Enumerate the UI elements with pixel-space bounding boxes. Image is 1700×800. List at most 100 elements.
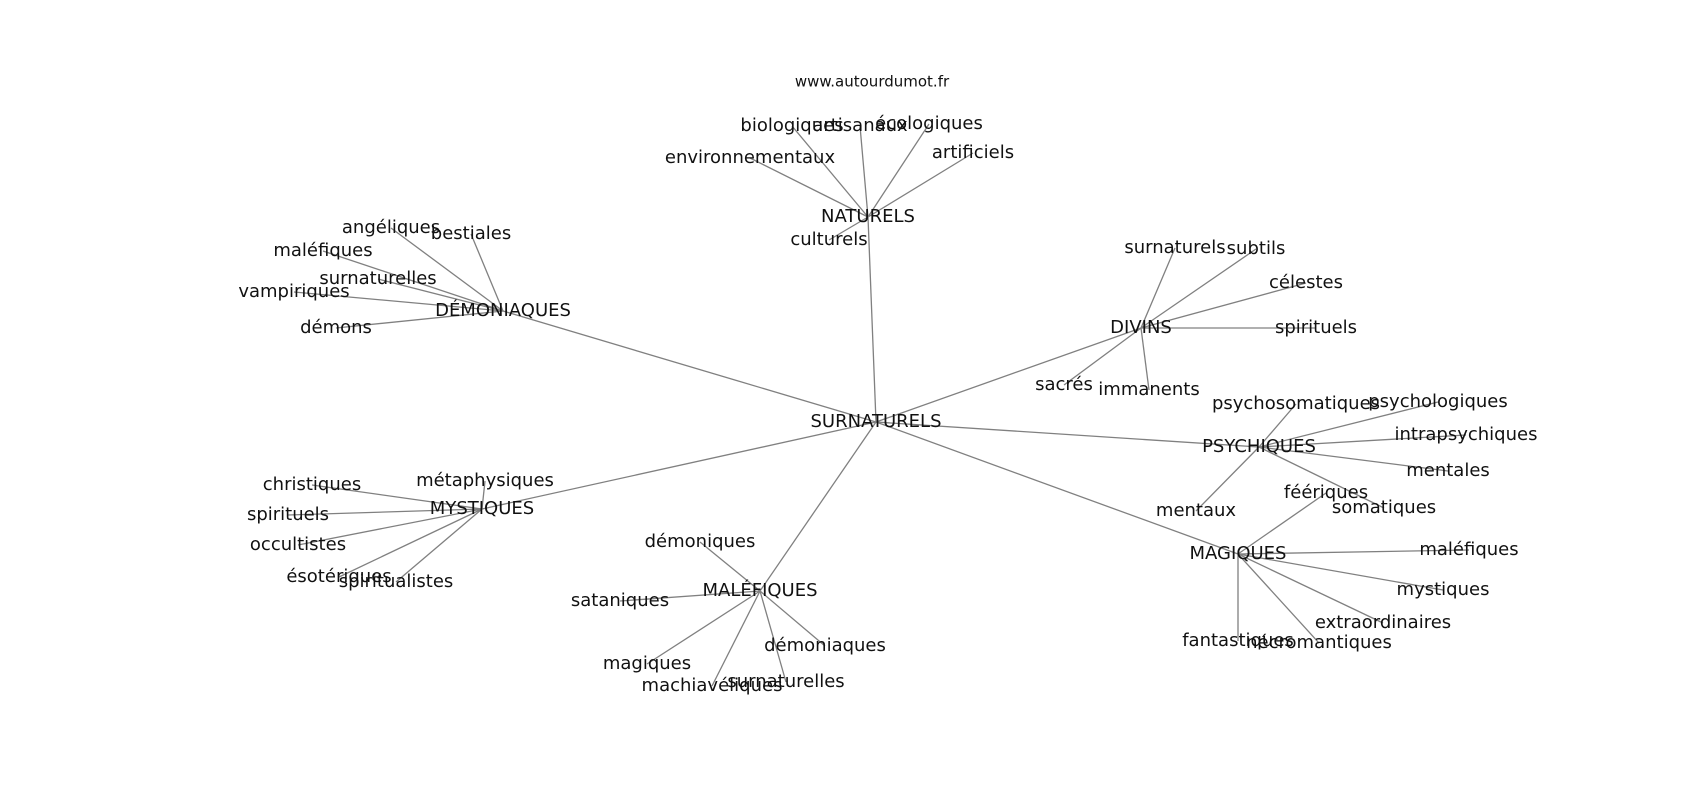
group-node-label: DÉMONIAQUES <box>435 299 571 321</box>
word-node-label: mentales <box>1406 460 1490 481</box>
edge-group-to-word <box>749 157 869 218</box>
word-node-label: féériques <box>1284 482 1368 503</box>
edge-group-to-word <box>867 123 930 218</box>
word-node-label: vampiriques <box>238 281 349 302</box>
edge-group-to-word <box>322 250 504 312</box>
edge-root-to-group <box>502 310 877 423</box>
edge-group-to-word <box>859 125 869 218</box>
edge-group-to-word <box>1237 549 1470 555</box>
word-node-label: subtils <box>1227 238 1286 259</box>
edge-group-to-word <box>791 125 869 218</box>
edge-group-to-word <box>287 508 483 516</box>
word-node-label: psychosomatiques <box>1212 393 1380 414</box>
word-node-label: occultistes <box>250 534 346 555</box>
edge-group-to-word <box>395 508 483 583</box>
word-node-label: artisanaux <box>812 115 908 136</box>
word-node-label: écologiques <box>875 113 983 134</box>
word-node-label: spirituels <box>247 504 329 525</box>
word-node-label: maléfiques <box>1419 539 1518 560</box>
word-node-label: maléfiques <box>273 240 372 261</box>
edge-group-to-word <box>619 590 761 602</box>
edge-group-to-word <box>1195 446 1260 512</box>
edge-group-to-word <box>1237 553 1444 591</box>
edge-group-to-word <box>470 233 504 312</box>
edge-group-to-word <box>1258 403 1297 448</box>
word-node-label: somatiques <box>1332 497 1436 518</box>
word-node-label: artificiels <box>932 142 1014 163</box>
edge-group-to-word <box>867 152 974 218</box>
word-node-label: sacrés <box>1035 374 1093 395</box>
word-node-label: fantastiques <box>1182 630 1294 651</box>
word-node-label: psychologiques <box>1368 391 1508 412</box>
edge-root-to-group <box>875 421 1260 448</box>
edge-group-to-word <box>481 480 486 510</box>
word-node-label: sataniques <box>571 590 669 611</box>
edge-group-to-word <box>338 508 483 578</box>
word-node-label: culturels <box>790 229 867 250</box>
word-node-label: magiques <box>603 653 691 674</box>
word-node-label: intrapsychiques <box>1395 424 1538 445</box>
group-node-label: NATURELS <box>821 206 915 227</box>
word-node-label: surnaturels <box>1124 237 1225 258</box>
edge-group-to-word <box>699 541 761 592</box>
word-node-label: démoniques <box>645 531 756 552</box>
edge-group-to-word <box>1258 446 1449 472</box>
word-node-label: angéliques <box>342 217 440 238</box>
word-node-label: biologiques <box>740 115 843 136</box>
edge-group-to-word <box>1258 434 1467 448</box>
group-node-label: MALÉFIQUES <box>702 579 817 601</box>
edge-group-to-word <box>1237 492 1327 555</box>
group-node-label: DIVINS <box>1110 317 1172 338</box>
word-node-label: surnaturelles <box>319 268 436 289</box>
edge-root-to-group <box>759 421 877 592</box>
edge-root-to-group <box>481 421 877 510</box>
word-node-label: spirituels <box>1275 317 1357 338</box>
word-node-label: démoniaques <box>764 635 886 656</box>
edge-group-to-word <box>311 484 483 510</box>
word-node-label: célestes <box>1269 272 1343 293</box>
edge-group-to-word <box>1140 247 1176 329</box>
word-node-label: bestiales <box>431 223 511 244</box>
edge-group-to-word <box>377 278 504 312</box>
group-node-label: MYSTIQUES <box>430 498 534 519</box>
edge-root-to-group <box>875 327 1142 423</box>
word-node-label: extraordinaires <box>1315 612 1451 633</box>
edge-root-to-group <box>875 421 1239 555</box>
source-label: www.autourdumot.fr <box>795 73 950 91</box>
root-node-label: SURNATURELS <box>811 411 942 432</box>
group-node-label: PSYCHIQUES <box>1202 436 1316 457</box>
edge-group-to-word <box>1063 327 1142 386</box>
edge-group-to-word <box>646 590 761 665</box>
group-node-label: MAGIQUES <box>1190 543 1287 564</box>
word-node-label: mentaux <box>1156 500 1237 521</box>
edge-group-to-word <box>711 590 761 687</box>
word-node-label: mystiques <box>1397 579 1490 600</box>
edge-group-to-word <box>1258 446 1385 509</box>
word-node-label: immanents <box>1098 379 1199 400</box>
word-node-label: nécromantiques <box>1246 632 1392 653</box>
edge-group-to-word <box>1237 553 1320 644</box>
word-node-label: surnaturelles <box>727 671 844 692</box>
edge-group-to-word <box>1140 327 1150 391</box>
edge-root-to-group <box>867 216 877 423</box>
word-node-label: christiques <box>263 474 361 495</box>
word-node-label: démons <box>300 317 372 338</box>
word-node-label: métaphysiques <box>416 470 554 491</box>
edge-group-to-word <box>1140 248 1257 329</box>
edge-group-to-word <box>759 590 787 683</box>
edge-group-to-word <box>297 508 483 546</box>
word-node-label: spiritualistes <box>339 571 454 592</box>
graph-labels: SURNATURELS NATURELS biologiquesartisanaux… <box>238 113 1537 696</box>
edge-group-to-word <box>390 227 504 312</box>
word-node-label: environnementaux <box>665 147 836 168</box>
word-node-label: machiavéliques <box>642 675 783 696</box>
edge-group-to-word <box>1237 553 1384 624</box>
word-node-label: ésotériques <box>286 566 391 587</box>
edge-group-to-word <box>1140 282 1307 329</box>
graph-edges <box>287 123 1470 687</box>
edge-group-to-word <box>1258 401 1439 448</box>
edge-group-to-word <box>828 216 869 241</box>
edge-group-to-word <box>759 590 826 647</box>
edge-group-to-word <box>293 291 504 312</box>
